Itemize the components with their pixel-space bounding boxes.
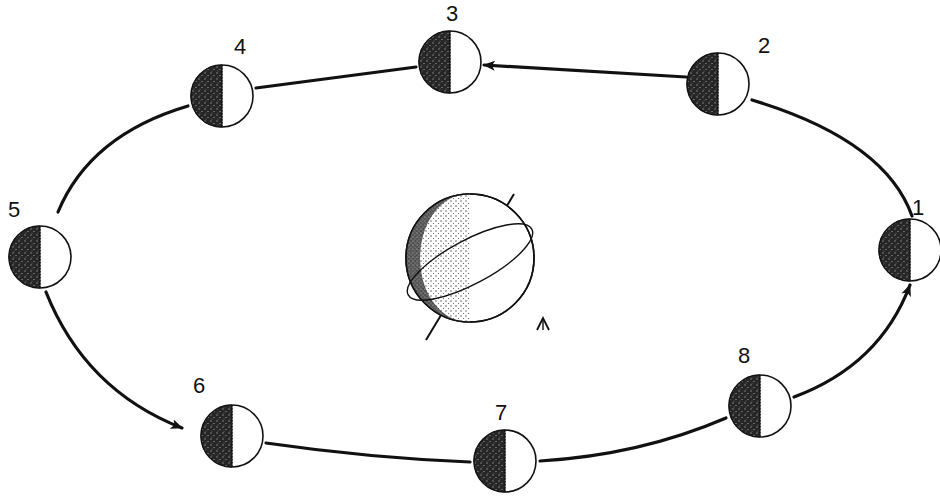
terminator-line: [504, 430, 505, 492]
terminator-line: [909, 219, 910, 281]
orbit-segment: [794, 285, 910, 397]
moon-disc: [201, 405, 263, 467]
callout-number: 2: [758, 35, 770, 57]
moon-dark-half: [729, 375, 760, 437]
moon-dark-half: [419, 31, 450, 93]
moon-disc: [879, 219, 940, 281]
callout-number: 4: [234, 36, 246, 58]
moon-disc: [9, 226, 71, 288]
orbit-segment: [46, 292, 182, 428]
orbit-path: [46, 65, 912, 462]
callout-number: 8: [738, 345, 750, 367]
moon: [474, 430, 536, 492]
terminator-line: [449, 31, 450, 93]
callout-number: 5: [8, 199, 20, 221]
moon-disc: [191, 65, 253, 127]
callout-number: 7: [495, 402, 507, 424]
moon-disc: [729, 375, 791, 437]
moon: [879, 219, 940, 281]
orbit-segment: [484, 65, 686, 77]
moon: [9, 226, 71, 288]
terminator-line: [221, 65, 222, 127]
orbit-segment: [256, 67, 416, 88]
terminator-line: [759, 375, 760, 437]
moon: [201, 405, 263, 467]
terminator-line: [39, 226, 40, 288]
moon-dark-half: [9, 226, 40, 288]
callout-number: 3: [446, 3, 458, 25]
callout-number: 1: [912, 197, 924, 219]
moon-disc: [687, 53, 749, 115]
moon-dark-half: [687, 53, 718, 115]
earth-night-side: [406, 194, 470, 322]
moon: [191, 65, 253, 127]
moon-dark-half: [879, 219, 910, 281]
moon-dark-half: [201, 405, 232, 467]
earth-globe: [398, 194, 549, 340]
moon-dark-half: [191, 65, 222, 127]
orbit-segment: [752, 100, 912, 216]
moon-dark-half: [474, 430, 505, 492]
moon-disc: [419, 31, 481, 93]
terminator-line: [231, 405, 232, 467]
moon: [687, 53, 749, 115]
orbit-segment: [540, 418, 726, 461]
rotation-ring: [398, 210, 542, 315]
rotation-arrow-stem: [542, 318, 543, 330]
rotation-arrow: [537, 318, 549, 330]
moon: [729, 375, 791, 437]
terminator-line: [717, 53, 718, 115]
moon-disc: [474, 430, 536, 492]
moon: [419, 31, 481, 93]
orbit-segment: [266, 443, 470, 462]
moon-group: [9, 31, 940, 492]
callout-number: 6: [193, 375, 205, 397]
orbit-segment: [58, 106, 188, 212]
